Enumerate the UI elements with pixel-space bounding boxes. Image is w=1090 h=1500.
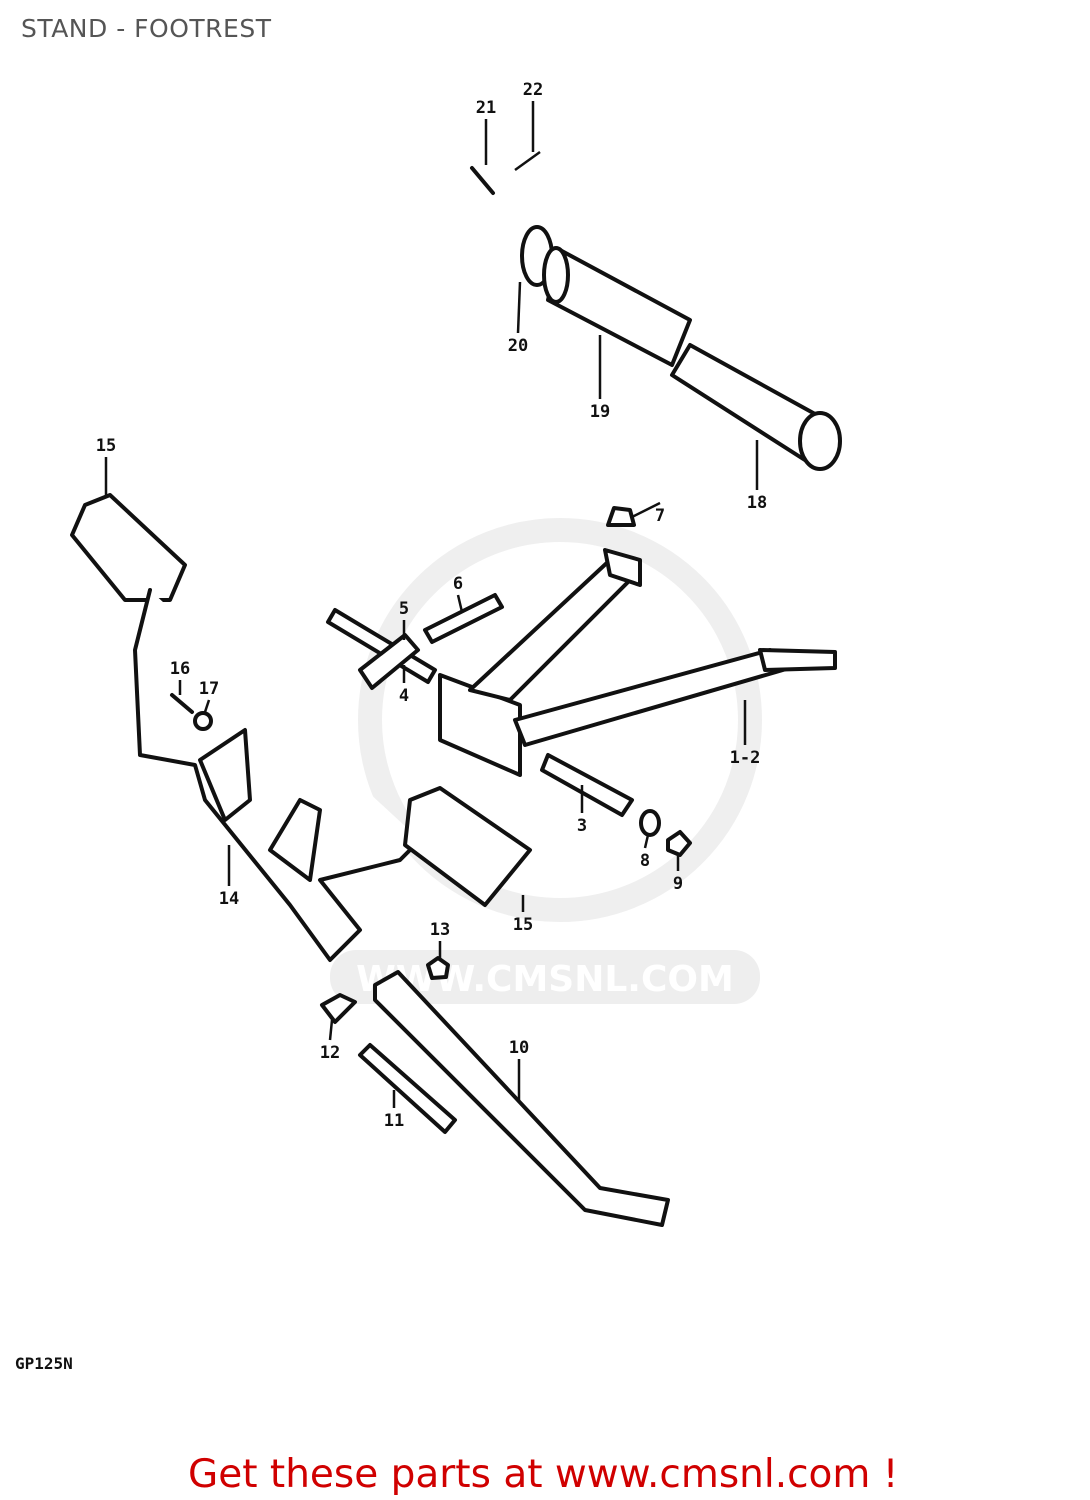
part-spring-11 [358, 1043, 457, 1134]
part-bolt-16 [170, 693, 194, 714]
callout-15: 15 [96, 436, 116, 456]
part-stopper-7 [606, 506, 636, 527]
callout-15: 15 [513, 915, 533, 935]
callout-21: 21 [476, 98, 496, 118]
callout-1-2: 1-2 [730, 748, 761, 768]
callout-7: 7 [655, 506, 665, 526]
watermark-logo: WWW.CMSNL.COM [330, 518, 762, 1004]
callout-3: 3 [577, 816, 587, 836]
callout-labels: 21 22 20 19 18 7 15 6 5 4 1-2 3 8 9 16 17 14 15 13 12 10 11 [96, 80, 767, 1131]
callout-10: 10 [509, 1038, 529, 1058]
part-spring-6 [423, 593, 504, 644]
part-shaft-3 [540, 753, 634, 817]
callout-leader [643, 834, 650, 849]
callout-leader [203, 699, 211, 713]
callout-14: 14 [219, 889, 239, 909]
callout-18: 18 [747, 493, 767, 513]
callout-leader [456, 594, 464, 613]
callout-12: 12 [320, 1043, 340, 1063]
model-code: GP125N [15, 1354, 73, 1373]
callout-16: 16 [170, 659, 190, 679]
part-footrest-rubber-15-right [403, 786, 532, 907]
part-washer-8 [639, 809, 661, 837]
part-center-stand-1-2 [438, 548, 837, 777]
callout-5: 5 [399, 599, 409, 619]
part-pin-22 [514, 150, 541, 172]
callout-leader [631, 501, 661, 519]
part-side-stand-10 [373, 970, 670, 1227]
part-footrest-bracket-14 [133, 588, 422, 962]
callout-17: 17 [199, 679, 219, 699]
callout-leader [516, 281, 522, 334]
callout-13: 13 [430, 920, 450, 940]
part-plate-5 [358, 633, 420, 690]
part-nut-13 [426, 956, 450, 980]
callout-19: 19 [590, 402, 610, 422]
part-bolt-21 [470, 166, 495, 195]
part-footrest-bar-18 [670, 343, 842, 471]
part-nut-9 [666, 830, 692, 857]
part-footrest-rubber-15-left [70, 493, 187, 602]
part-nut-17 [193, 711, 213, 731]
callout-9: 9 [673, 874, 683, 894]
callout-20: 20 [508, 336, 528, 356]
callout-6: 6 [453, 574, 463, 594]
callout-22: 22 [523, 80, 543, 100]
callout-8: 8 [640, 851, 650, 871]
callout-4: 4 [399, 686, 409, 706]
part-grip-19 [542, 246, 692, 367]
footer-link[interactable]: Get these parts at www.cmsnl.com ! [188, 1452, 899, 1497]
page-title: STAND - FOOTREST [21, 14, 272, 43]
callout-11: 11 [384, 1111, 404, 1131]
callout-leader [328, 1019, 334, 1041]
part-bolt-12 [320, 993, 357, 1024]
